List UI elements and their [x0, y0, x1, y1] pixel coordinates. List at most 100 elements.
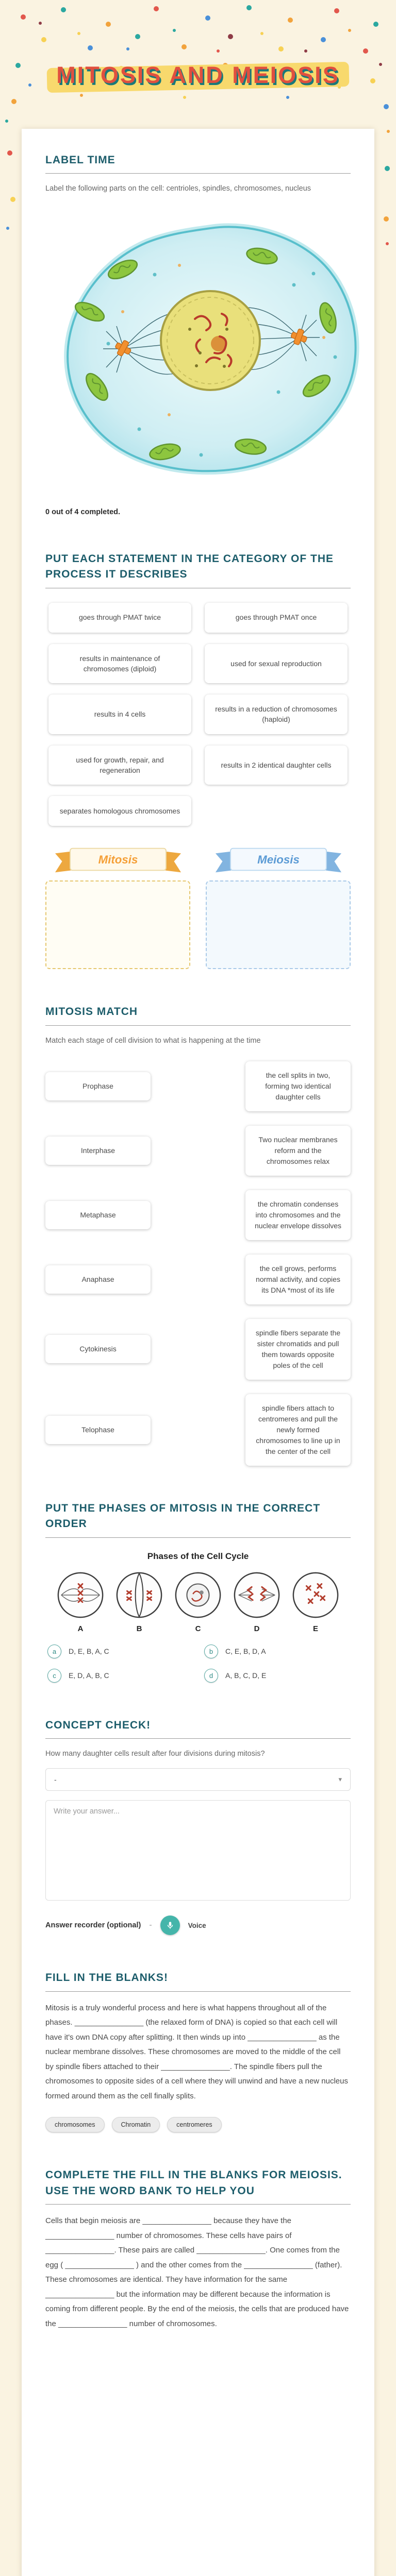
phase-cell-image	[116, 1572, 162, 1618]
match-stage[interactable]: Metaphase	[45, 1200, 151, 1229]
microphone-icon	[167, 1922, 173, 1929]
mitochondria	[74, 247, 337, 460]
statement-card[interactable]: used for growth, repair, and regeneratio…	[48, 745, 191, 785]
match-row: Prophase the cell splits in two, forming…	[45, 1061, 351, 1111]
phase-letter: B	[136, 1624, 142, 1633]
mitosis-column: Mitosis	[45, 843, 190, 970]
voice-label: Voice	[188, 1921, 206, 1929]
option-text: E, D, A, B, C	[69, 1671, 109, 1680]
match-stage[interactable]: Cytokinesis	[45, 1335, 151, 1364]
statement-card[interactable]: results in 4 cells	[48, 694, 191, 734]
statement-card[interactable]: separates homologous chromosomes	[48, 796, 191, 826]
meiosis-banner: Meiosis	[206, 843, 351, 875]
statement-card[interactable]: results in a reduction of chromosomes (h…	[205, 694, 348, 734]
statement-card[interactable]: goes through PMAT twice	[48, 602, 191, 633]
chromosomes	[194, 312, 233, 367]
mitosis-banner: Mitosis	[45, 843, 190, 875]
section-label-time: LABEL TIME Label the following parts on …	[45, 152, 359, 516]
answer-recorder: Answer recorder (optional) - Voice	[45, 1916, 351, 1936]
order-options: a D, E, B, A, C b C, E, B, D, A c E, D, …	[47, 1644, 349, 1683]
match-stage[interactable]: Prophase	[45, 1072, 151, 1100]
word-chip[interactable]: centromeres	[167, 2117, 222, 2133]
cell-diagram-image[interactable]	[45, 209, 374, 500]
page-title: MITOSIS AND MEIOSIS	[42, 57, 354, 94]
statement-card[interactable]: results in maintenance of chromosomes (d…	[48, 643, 191, 684]
section-meiosis-fill: COMPLETE THE FILL IN THE BLANKS FOR MEIO…	[45, 2167, 351, 2331]
match-row: Anaphase the cell grows, performs normal…	[45, 1254, 351, 1304]
match-row: Cytokinesis spindle fibers separate the …	[45, 1318, 351, 1380]
section-heading: LABEL TIME	[45, 152, 351, 174]
phase-cell: C	[173, 1570, 223, 1633]
phase-cell: A	[55, 1570, 106, 1633]
meiosis-column: Meiosis	[206, 843, 351, 970]
fill-blanks-text: Mitosis is a truly wonderful process and…	[45, 2003, 348, 2100]
match-description[interactable]: spindle fibers attach to centromeres and…	[245, 1394, 351, 1466]
centriole-left	[115, 340, 131, 356]
option-text: D, E, B, A, C	[69, 1647, 109, 1656]
phase-letter: E	[312, 1624, 318, 1633]
match-instructions: Match each stage of cell division to wha…	[45, 1036, 261, 1045]
match-stage[interactable]: Interphase	[45, 1136, 151, 1165]
order-option-a[interactable]: a D, E, B, A, C	[47, 1644, 192, 1658]
section-mitosis-match: MITOSIS MATCH Match each stage of cell d…	[45, 1004, 351, 1466]
concept-question: How many daughter cells result after fou…	[45, 1750, 265, 1758]
phase-letter: A	[77, 1624, 84, 1633]
phase-cell-image	[292, 1572, 339, 1618]
section-heading: FILL IN THE BLANKS!	[45, 1970, 351, 1992]
answer-textarea[interactable]	[45, 1800, 351, 1901]
phases-figure: Phases of the Cell Cycle A	[45, 1551, 351, 1633]
phase-cell: E	[290, 1570, 341, 1633]
word-chip[interactable]: Chromatin	[111, 2117, 160, 2133]
section-concept-check: CONCEPT CHECK! How many daughter cells r…	[45, 1718, 351, 1936]
meiosis-banner-label: Meiosis	[257, 853, 300, 866]
match-description[interactable]: Two nuclear membranes reform and the chr…	[245, 1125, 351, 1176]
statement-card[interactable]: results in 2 identical daughter cells	[205, 745, 348, 785]
match-description[interactable]: spindle fibers separate the sister chrom…	[245, 1318, 351, 1380]
option-letter: d	[204, 1668, 218, 1683]
statement-cards: goes through PMAT twice goes through PMA…	[48, 602, 348, 826]
meiosis-dropzone[interactable]	[206, 880, 351, 970]
meiosis-fill-text: Cells that begin meiosis are ___________…	[45, 2216, 349, 2328]
option-letter: c	[47, 1668, 61, 1683]
word-chip[interactable]: chromosomes	[45, 2117, 105, 2133]
match-description[interactable]: the cell grows, performs normal activity…	[245, 1254, 351, 1304]
section-phase-order: PUT THE PHASES OF MITOSIS IN THE CORRECT…	[45, 1501, 351, 1683]
phase-cell: D	[232, 1570, 282, 1633]
phase-cell: B	[114, 1570, 164, 1633]
mitosis-dropzone[interactable]	[45, 880, 190, 970]
phase-letter: D	[254, 1624, 260, 1633]
option-text: A, B, C, D, E	[225, 1671, 267, 1680]
worksheet-card: LABEL TIME Label the following parts on …	[22, 129, 374, 2576]
word-bank: chromosomes Chromatin centromeres	[45, 2117, 351, 2133]
phase-letter: C	[195, 1624, 201, 1633]
section-heading: PUT THE PHASES OF MITOSIS IN THE CORRECT…	[45, 1501, 351, 1538]
match-row: Interphase Two nuclear membranes reform …	[45, 1125, 351, 1176]
cell-illustration	[64, 223, 359, 474]
confetti-decoration	[0, 0, 3, 3]
order-option-d[interactable]: d A, B, C, D, E	[204, 1668, 349, 1683]
match-stage[interactable]: Telophase	[45, 1415, 151, 1444]
category-columns: Mitosis Meiosis	[45, 843, 351, 970]
nucleus	[160, 290, 261, 391]
section-heading: CONCEPT CHECK!	[45, 1718, 351, 1739]
order-option-c[interactable]: c E, D, A, B, C	[47, 1668, 192, 1683]
statement-card[interactable]: goes through PMAT once	[205, 602, 348, 633]
section-categorize: PUT EACH STATEMENT IN THE CATEGORY OF TH…	[45, 551, 351, 970]
match-stage[interactable]: Anaphase	[45, 1265, 151, 1294]
voice-record-button[interactable]	[160, 1916, 180, 1936]
match-description[interactable]: the cell splits in two, forming two iden…	[245, 1061, 351, 1111]
order-option-b[interactable]: b C, E, B, D, A	[204, 1644, 349, 1658]
dropdown-value: -	[54, 1775, 57, 1784]
match-description[interactable]: the chromatin condenses into chromosomes…	[245, 1190, 351, 1240]
match-row: Telophase spindle fibers attach to centr…	[45, 1394, 351, 1466]
phase-cell-image	[234, 1572, 280, 1618]
centriole-right	[290, 328, 307, 345]
confetti-decoration	[0, 0, 5, 5]
section-heading: PUT EACH STATEMENT IN THE CATEGORY OF TH…	[45, 551, 351, 588]
daughter-cells-dropdown[interactable]: - ▾	[45, 1768, 351, 1791]
statement-card[interactable]: used for sexual reproduction	[205, 643, 348, 684]
recorder-label: Answer recorder (optional)	[45, 1921, 141, 1930]
option-text: C, E, B, D, A	[225, 1647, 266, 1656]
option-letter: b	[204, 1644, 218, 1658]
